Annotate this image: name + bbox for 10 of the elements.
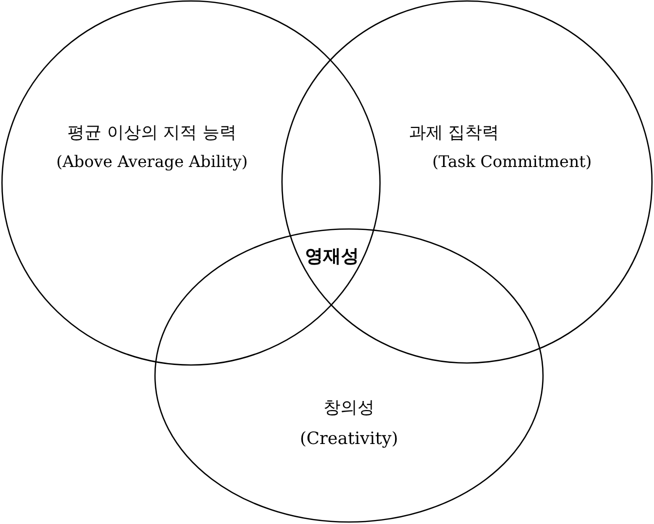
circle-title: 과제 집착력 [408, 125, 500, 142]
circle-subtitle: (Creativity) [300, 431, 398, 448]
center-label: 영재성 [305, 248, 359, 266]
venn-circle [2, 1, 380, 365]
circle-subtitle: (Above Average Ability) [56, 154, 248, 170]
circle-title: 평균 이상의 지적 능력 [67, 125, 237, 142]
circle-title: 창의성 [324, 400, 374, 417]
venn-circle [155, 229, 543, 522]
circle-subtitle: (Task Commitment) [432, 154, 592, 170]
venn-circle [282, 1, 652, 363]
